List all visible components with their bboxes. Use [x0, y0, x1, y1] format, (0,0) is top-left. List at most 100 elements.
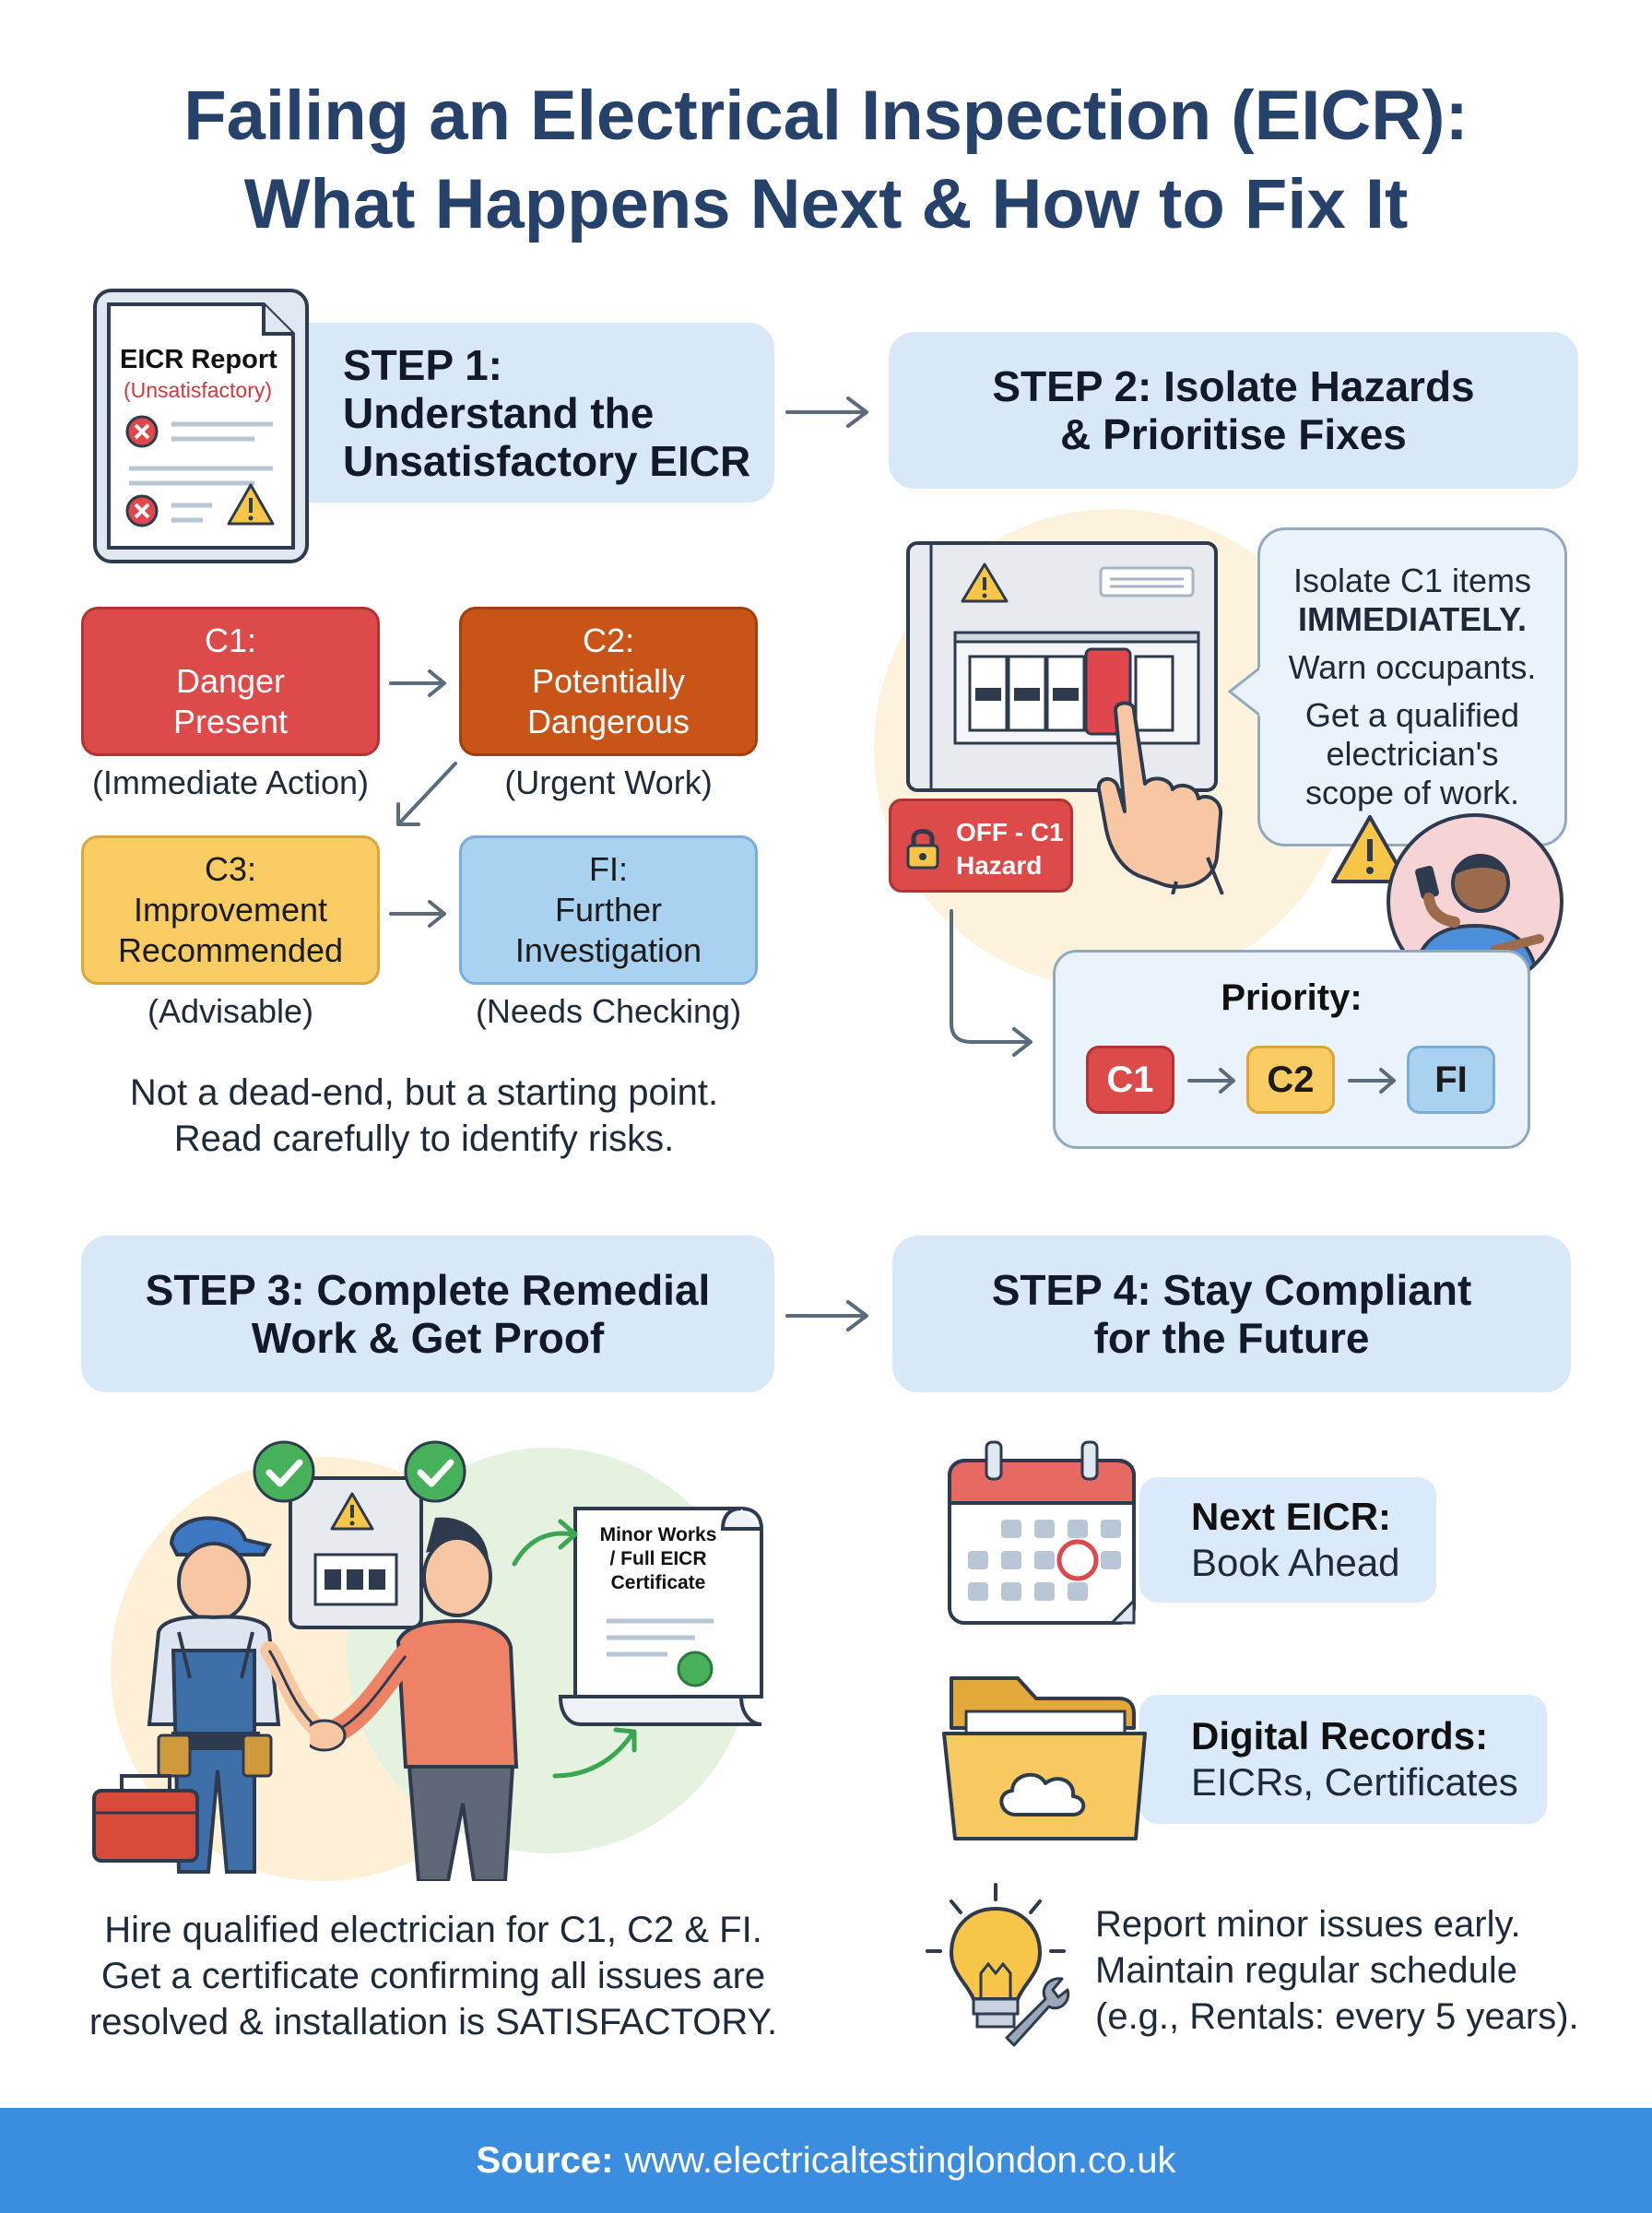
step1-note: Not a dead-end, but a starting point. Re…	[55, 1070, 793, 1162]
bubble-line4: Get a qualified	[1304, 696, 1520, 734]
step1-heading-line3: Unsatisfactory EICR	[343, 436, 751, 485]
step3-heading-line2: Work & Get Proof	[251, 1314, 605, 1362]
certificate-line3: Certificate	[610, 1572, 706, 1593]
category-c2: C2: Potentially Dangerous	[459, 607, 758, 756]
consumer-unit-icon	[289, 1476, 423, 1629]
bubble-line3: Warn occupants.	[1288, 648, 1537, 686]
category-fi-line3: Investigation	[514, 931, 702, 969]
title-line-2: What Happens Next & How to Fix It	[243, 165, 1409, 243]
pointing-hand-icon	[1096, 701, 1224, 894]
step1-heading: STEP 1: Understand the Unsatisfactory EI…	[277, 323, 774, 503]
lightbulb-wrench-icon	[926, 1883, 1070, 2047]
arrow-right-icon	[1348, 1068, 1396, 1094]
report-title: EICR Report	[120, 345, 277, 374]
priority-chip-fi: FI	[1407, 1046, 1495, 1114]
category-c1-line3: Present	[172, 703, 289, 740]
arrow-right-icon	[389, 669, 446, 697]
bubble-line2: IMMEDIATELY.	[1297, 600, 1528, 638]
category-c3-caption: (Advisable)	[147, 992, 314, 1030]
category-c3: C3: Improvement Recommended	[81, 835, 380, 985]
isolation-instructions-bubble: Isolate C1 items IMMEDIATELY. Warn occup…	[1257, 527, 1567, 846]
next-eicr-title: Next EICR:	[1191, 1495, 1392, 1538]
certificate-line1: Minor Works	[599, 1524, 717, 1545]
step2-heading: STEP 2: Isolate Hazards & Prioritise Fix…	[889, 332, 1578, 489]
arrow-diagonal-icon	[396, 762, 457, 826]
padlock-icon	[906, 829, 939, 870]
consumer-unit-icon	[906, 541, 1218, 792]
calendar-icon	[948, 1440, 1136, 1625]
category-c2-line2: Potentially	[531, 662, 686, 700]
check-icon	[404, 1440, 466, 1503]
priority-label: Priority:	[1221, 977, 1363, 1018]
bubble-line1: Isolate C1 items	[1292, 562, 1532, 599]
step4-heading: STEP 4: Stay Compliant for the Future	[892, 1236, 1571, 1392]
step2-heading-line2: & Prioritise Fixes	[1060, 410, 1407, 458]
electrician-figure	[92, 1516, 328, 1874]
category-c2-caption: (Urgent Work)	[504, 763, 713, 801]
category-c1-caption: (Immediate Action)	[91, 763, 370, 801]
category-c3-line3: Recommended	[117, 931, 344, 969]
warning-icon	[1331, 815, 1409, 883]
green-arrow-icon	[512, 1519, 578, 1567]
arrow-right-icon	[389, 900, 446, 928]
eicr-report-document: EICR Report (Unsatisfactory)	[92, 288, 310, 564]
step4-heading-line2: for the Future	[1093, 1314, 1370, 1362]
category-fi-line2: Further	[554, 891, 663, 929]
category-c2-line3: Dangerous	[526, 703, 690, 740]
step4-tip-line2: Maintain regular schedule	[1095, 1950, 1518, 1991]
step3-heading-line1: STEP 3: Complete Remedial	[145, 1266, 711, 1314]
step1-note-line1: Not a dead-end, but a starting point.	[129, 1072, 719, 1113]
next-eicr-card: Next EICR: Book Ahead	[1139, 1477, 1436, 1603]
category-fi-code: FI:	[589, 850, 628, 888]
lock-tag: OFF - C1 Hazard	[889, 799, 1073, 893]
digital-records-card: Digital Records: EICRs, Certificates	[1139, 1695, 1547, 1824]
arrow-right-icon	[1187, 1068, 1235, 1094]
digital-records-text: EICRs, Certificates	[1191, 1760, 1518, 1804]
green-arrow-icon	[552, 1727, 637, 1779]
lock-tag-line1: OFF - C1	[956, 818, 1064, 846]
category-c3-code: C3:	[204, 850, 257, 888]
priority-chip-c2: C2	[1246, 1046, 1335, 1114]
bubble-line6: scope of work.	[1304, 774, 1520, 811]
next-eicr-text: Book Ahead	[1191, 1541, 1400, 1584]
category-c2-code: C2:	[582, 621, 635, 659]
connector-arrow-icon	[950, 909, 1032, 1057]
priority-chip-c1: C1	[1086, 1046, 1174, 1114]
step3-note-line1: Hire qualified electrician for C1, C2 & …	[104, 1910, 762, 1950]
digital-records-title: Digital Records:	[1191, 1714, 1489, 1757]
arrow-right-icon	[785, 1300, 868, 1331]
step4-tip: Report minor issues early. Maintain regu…	[1095, 1901, 1611, 2040]
category-c1-code: C1:	[204, 621, 257, 659]
certificate-line2: / Full EICR	[609, 1548, 707, 1569]
step2-heading-line1: STEP 2: Isolate Hazards	[992, 362, 1475, 410]
step4-heading-line1: STEP 4: Stay Compliant	[991, 1266, 1472, 1314]
lock-tag-line2: Hazard	[956, 851, 1043, 880]
step3-heading: STEP 3: Complete Remedial Work & Get Pro…	[81, 1236, 774, 1392]
report-document-icon	[93, 289, 309, 563]
certificate-text: Minor Works / Full EICR Certificate	[575, 1523, 741, 1595]
source-label: Source:	[476, 2139, 614, 2181]
bubble-line5: electrician's	[1326, 735, 1499, 773]
homeowner-figure	[310, 1517, 519, 1881]
category-c1: C1: Danger Present	[81, 607, 380, 756]
step3-note-line2: Get a certificate confirming all issues …	[100, 1956, 766, 1996]
step4-tip-line3: (e.g., Rentals: every 5 years).	[1095, 1996, 1579, 2037]
category-fi-caption: (Needs Checking)	[475, 992, 742, 1030]
source-footer: Source: www.electricaltestinglondon.co.u…	[0, 2108, 1652, 2213]
category-c3-line2: Improvement	[133, 891, 328, 929]
arrow-right-icon	[785, 396, 868, 428]
cloud-folder-icon	[942, 1676, 1147, 1840]
check-icon	[253, 1440, 315, 1503]
certificate-document-icon	[558, 1507, 763, 1726]
step1-heading-line1: STEP 1:	[343, 340, 502, 389]
category-fi: FI: Further Investigation	[459, 835, 758, 985]
report-status: (Unsatisfactory)	[124, 378, 273, 402]
page-title: Failing an Electrical Inspection (EICR):…	[0, 72, 1652, 249]
source-url[interactable]: www.electricaltestinglondon.co.uk	[624, 2139, 1176, 2181]
step4-tip-line1: Report minor issues early.	[1095, 1904, 1521, 1945]
step1-note-line2: Read carefully to identify risks.	[173, 1118, 675, 1159]
step1-heading-line2: Understand the	[343, 388, 655, 437]
bubble-tail	[1227, 666, 1263, 717]
step3-note-line3: resolved & installation is SATISFACTORY.	[88, 2002, 778, 2042]
category-c1-line2: Danger	[175, 662, 286, 700]
